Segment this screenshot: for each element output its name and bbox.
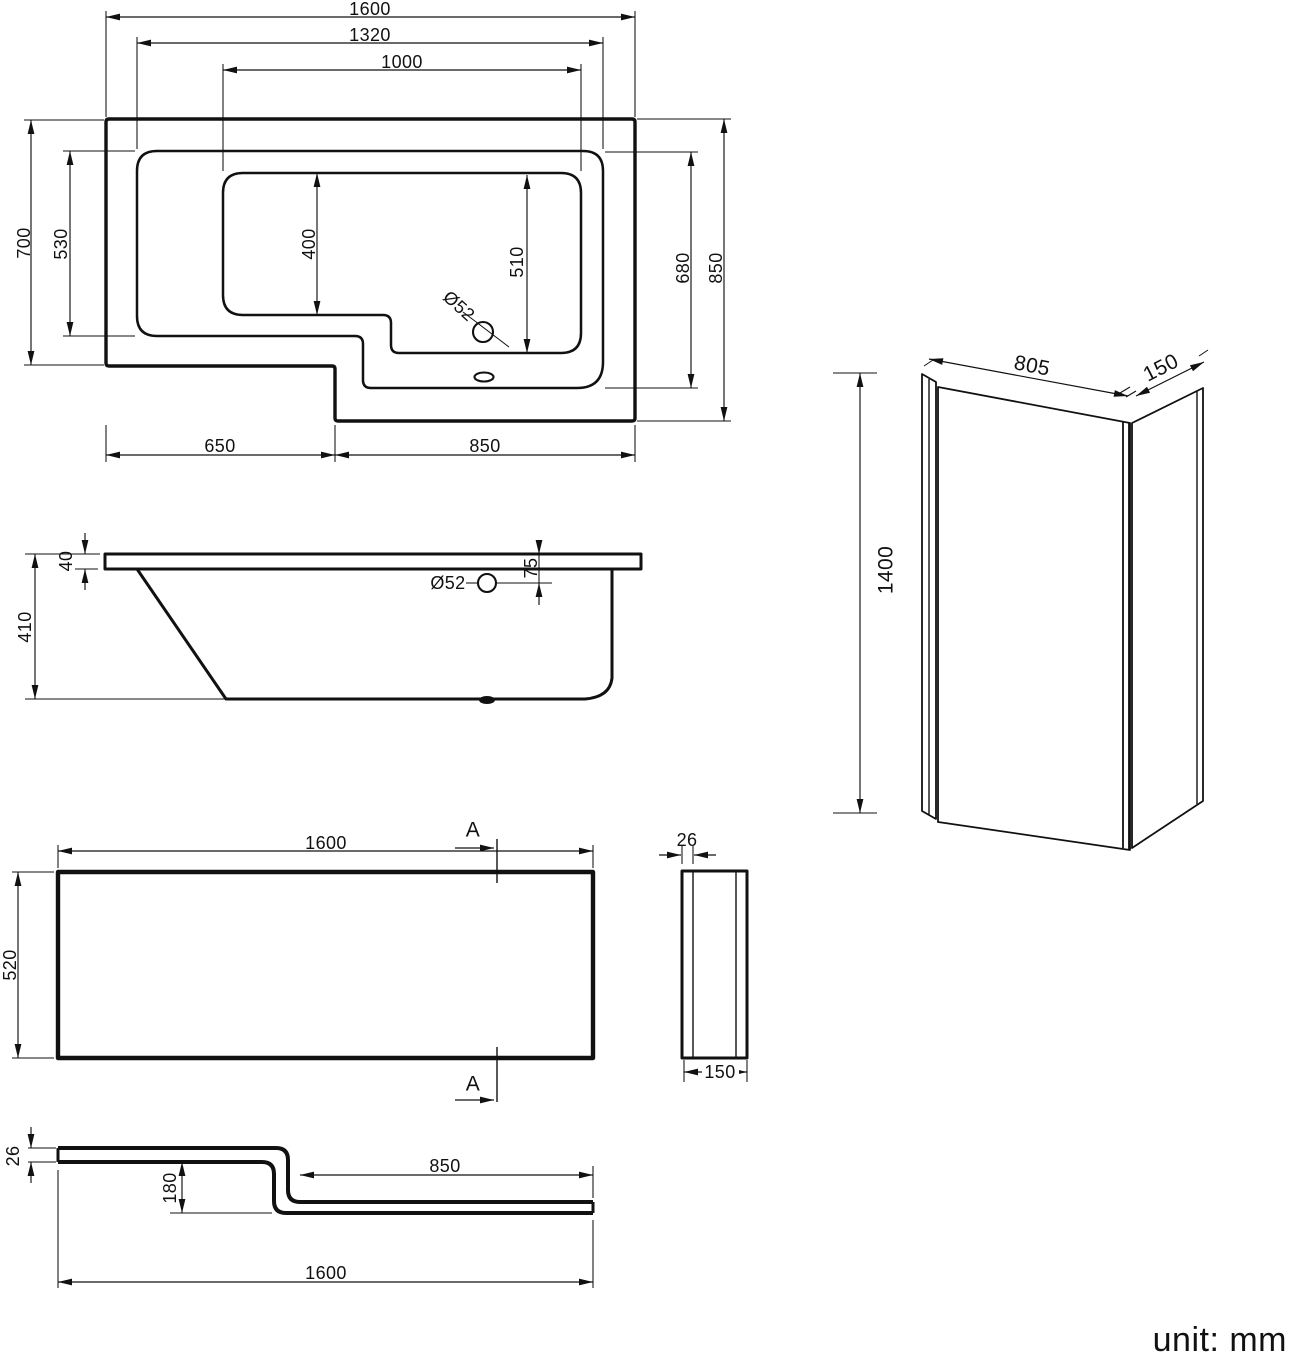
plan-overflow-oval: [473, 371, 495, 383]
section-label-bottom: A: [466, 1073, 480, 1096]
shower-screen-view: 1400 805 150: [833, 349, 1209, 851]
plan-outer-outline: [104, 117, 637, 423]
section-step-height-label: 180: [160, 1172, 180, 1203]
section-lower-width-label: 850: [429, 1156, 460, 1176]
tick-mark: [923, 359, 934, 367]
side-overflow-diameter-label: Ø52: [430, 573, 465, 593]
section-overall-width-label: 1600: [305, 1263, 347, 1283]
plan-dim-basin-left-depth-label: 400: [299, 228, 319, 259]
front-panel-width-label: 1600: [305, 833, 347, 853]
dim-screen-return-depth: [1135, 361, 1205, 397]
plan-dim-bottom-left-width-label: 650: [204, 436, 235, 456]
plan-dim-rim-width-label: 1320: [349, 25, 391, 45]
plan-drain-hole: [471, 320, 495, 344]
screen-width-label: 805: [1012, 351, 1052, 380]
screen-return-panel: [1131, 387, 1204, 849]
side-drain-bump: [479, 696, 495, 704]
end-panel-view: 26 150: [659, 830, 749, 1082]
section-thickness-label: 26: [3, 1146, 23, 1167]
screen-height-label: 1400: [875, 546, 898, 594]
side-dim-rim-thickness-label: 40: [56, 551, 76, 572]
plan-basin-outline: [221, 171, 583, 355]
tick-mark: [1198, 349, 1209, 357]
plan-dim-bottom-right-width-label: 850: [469, 436, 500, 456]
plan-rim-outline: [135, 149, 605, 390]
end-panel-width-label: 150: [704, 1062, 735, 1082]
plan-dim-right-height-label: 850: [706, 252, 726, 283]
plan-drain-leader: [462, 311, 510, 348]
unit-note: unit: mm: [1153, 1321, 1287, 1358]
plan-dim-basin-width-label: 1000: [381, 52, 423, 72]
plan-view: 1600 1320 1000 700 530 400 510 Ø52 680 8…: [14, 0, 731, 462]
section-profile-lower: [58, 1160, 593, 1215]
side-rim-slab: [103, 552, 643, 571]
tick-mark: [1119, 386, 1131, 394]
front-panel-height-label: 520: [0, 949, 20, 980]
section-profile-upper: [58, 1146, 593, 1204]
plan-dim-rim-left-height-label: 530: [51, 228, 71, 259]
side-elevation-view: 40 410 Ø52 75: [15, 533, 643, 704]
screen-main-glass: [937, 386, 1131, 851]
label-mask: [702, 1063, 739, 1081]
front-panel-outline: [55, 869, 596, 1061]
section-view: 26 180 850 1600: [3, 1127, 595, 1288]
side-dim-body-height-label: 410: [15, 611, 35, 642]
end-panel-outline: [680, 869, 749, 1060]
side-dim-overflow-offset-label: 75: [521, 558, 541, 579]
plan-dim-basin-right-depth-label: 510: [507, 246, 527, 277]
front-panel-view: 1600 520 A A: [0, 819, 596, 1104]
plan-dim-left-height-label: 700: [14, 227, 34, 258]
section-label-top: A: [466, 819, 480, 842]
plan-dim-overall-width-label: 1600: [349, 0, 391, 19]
end-panel-thickness-label: 26: [677, 830, 698, 850]
side-body-outline: [135, 568, 614, 701]
side-overflow-hole: [476, 572, 498, 594]
plan-dim-rim-right-height-label: 680: [673, 252, 693, 283]
screen-return-depth-label: 150: [1140, 350, 1183, 387]
dim-screen-width: [928, 358, 1129, 397]
